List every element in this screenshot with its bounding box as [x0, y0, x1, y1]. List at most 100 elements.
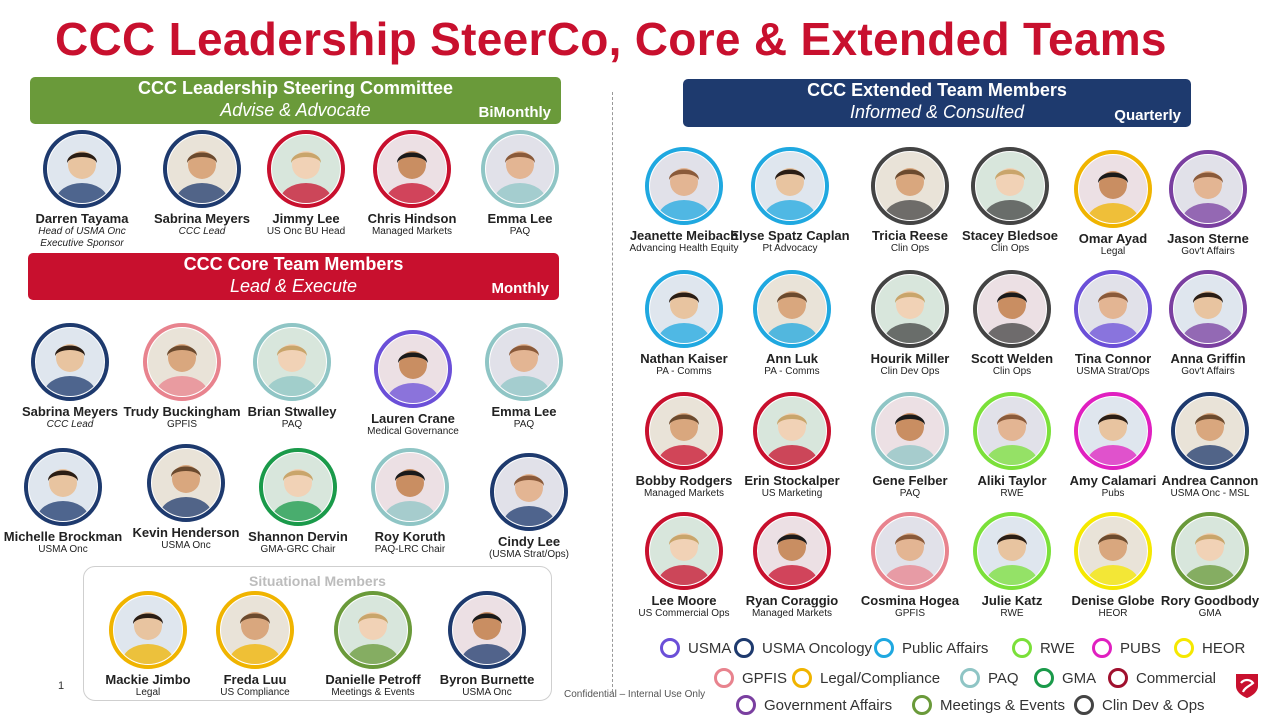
person-role: Meetings & Events	[331, 687, 415, 698]
core-team-banner: CCC Core Team Members Lead & Execute Mon…	[28, 253, 559, 300]
person-role: RWE	[1000, 488, 1024, 499]
person-name: Scott Welden	[970, 351, 1054, 366]
company-logo-icon	[1236, 674, 1258, 698]
steering-committee-banner: CCC Leadership Steering Committee Advise…	[30, 77, 561, 124]
person-name: Jeanette Meibach	[629, 228, 739, 243]
person-role: US Onc BU Head	[266, 226, 346, 237]
legend-label: Public Affairs	[902, 639, 989, 657]
person-role: Medical Governance	[367, 426, 459, 437]
avatar	[1074, 270, 1152, 348]
avatar	[973, 512, 1051, 590]
legend-label: Legal/Compliance	[820, 669, 941, 687]
avatar	[490, 453, 568, 531]
legend-item: HEOR	[1174, 638, 1245, 658]
steering-title: CCC Leadership Steering Committee	[137, 78, 454, 98]
legend-ring-icon	[1092, 638, 1112, 658]
avatar	[753, 270, 831, 348]
avatar	[24, 448, 102, 526]
person-role: CCC Lead	[178, 226, 226, 237]
person-name: Gene Felber	[872, 473, 948, 488]
person-name: Sabrina Meyers	[21, 404, 119, 419]
person-name: Omar Ayad	[1078, 231, 1148, 246]
person-role: GMA-GRC Chair	[260, 544, 336, 555]
person-name: Byron Burnette	[439, 672, 535, 687]
legend-item: Clin Dev & Ops	[1074, 695, 1205, 715]
person-name: Ann Luk	[766, 351, 818, 366]
legend-item: Commercial	[1108, 668, 1216, 688]
legend-label: RWE	[1040, 639, 1075, 657]
avatar	[871, 392, 949, 470]
avatar	[481, 130, 559, 208]
avatar	[1074, 150, 1152, 228]
person-role: US Compliance	[220, 687, 290, 698]
legend-label: Clin Dev & Ops	[1102, 696, 1205, 714]
person-role: Clin Dev Ops	[880, 366, 940, 377]
extended-title: CCC Extended Team Members	[807, 80, 1067, 100]
person-role: Managed Markets	[643, 488, 725, 499]
avatar	[971, 147, 1049, 225]
section-divider	[612, 92, 613, 692]
legend-label: PUBS	[1120, 639, 1161, 657]
legend-ring-icon	[1012, 638, 1032, 658]
page-number: 1	[58, 680, 65, 692]
avatar	[143, 323, 221, 401]
legend-item: Government Affairs	[736, 695, 892, 715]
person-name: Hourik Miller	[870, 351, 950, 366]
person-name: Michelle Brockman	[3, 529, 123, 544]
person-name: Cindy Lee	[497, 534, 561, 549]
avatar	[1074, 392, 1152, 470]
avatar	[374, 330, 452, 408]
person-role: US Marketing	[761, 488, 823, 499]
avatar	[753, 512, 831, 590]
person-name: Chris Hindson	[367, 211, 457, 226]
person-name: Stacey Bledsoe	[961, 228, 1059, 243]
legend-item: USMA Oncology	[734, 638, 872, 658]
person-role: Clin Ops	[890, 243, 930, 254]
core-title: CCC Core Team Members	[183, 254, 404, 274]
avatar	[31, 323, 109, 401]
person-role: USMA Onc	[161, 540, 211, 551]
core-frequency: Monthly	[491, 280, 550, 297]
legend-ring-icon	[912, 695, 932, 715]
legend-label: Government Affairs	[764, 696, 893, 714]
confidential-notice: Confidential – Internal Use Only	[564, 689, 706, 700]
legend-label: Commercial	[1136, 669, 1217, 687]
legend-ring-icon	[736, 695, 756, 715]
person-role: PAQ	[509, 226, 531, 237]
legend-item: Legal/Compliance	[792, 668, 940, 688]
avatar	[645, 270, 723, 348]
avatar	[751, 147, 829, 225]
person-name: Emma Lee	[491, 404, 557, 419]
person-name: Nathan Kaiser	[640, 351, 728, 366]
person-role: Legal	[135, 687, 161, 698]
page-title: CCC Leadership SteerCo, Core & Extended …	[55, 13, 1167, 65]
avatar	[973, 270, 1051, 348]
person-role: Gov't Affairs	[1181, 246, 1235, 257]
person-name: Andrea Cannon	[1161, 473, 1259, 488]
avatar	[1074, 512, 1152, 590]
legend-item: PUBS	[1092, 638, 1161, 658]
avatar	[645, 392, 723, 470]
extended-subtitle: Informed & Consulted	[849, 102, 1025, 122]
extended-team-banner: CCC Extended Team Members Informed & Con…	[683, 79, 1191, 127]
avatar	[267, 130, 345, 208]
legend-ring-icon	[734, 638, 754, 658]
avatar	[253, 323, 331, 401]
person-role: USMA Strat/Ops	[1076, 366, 1150, 377]
legend-ring-icon	[792, 668, 812, 688]
